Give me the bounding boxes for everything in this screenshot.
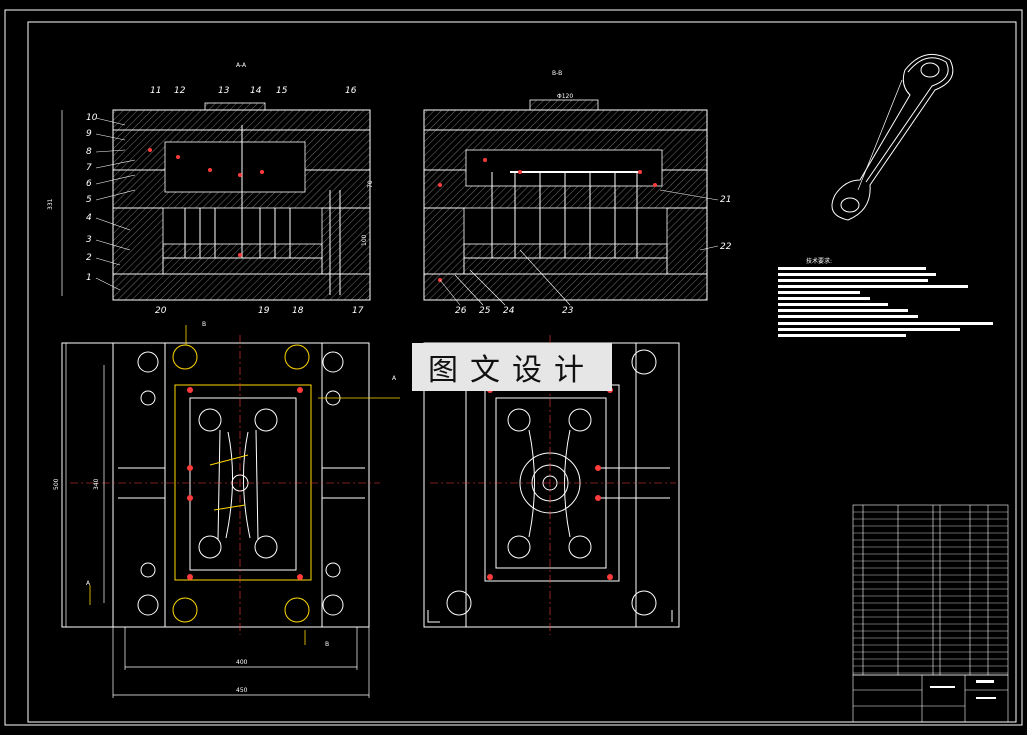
section-marker-a-bottom: A xyxy=(86,580,91,587)
section-b-view: B-B Φ120 xyxy=(423,70,708,301)
part-isometric xyxy=(831,53,954,221)
part-label-1: 1 xyxy=(86,273,92,283)
part-label-9: 9 xyxy=(86,129,92,139)
dim-height-500: 500 xyxy=(53,478,60,490)
part-label-11: 11 xyxy=(150,86,161,96)
part-label-25: 25 xyxy=(479,306,491,316)
section-b-title: B-B xyxy=(552,70,562,77)
part-label-22: 22 xyxy=(720,242,732,252)
dim-mid-left: 70 xyxy=(367,180,374,188)
part-label-6: 6 xyxy=(86,179,92,189)
part-label-3: 3 xyxy=(86,235,92,245)
part-label-7: 7 xyxy=(86,163,92,173)
part-label-18: 18 xyxy=(292,306,304,316)
part-label-13: 13 xyxy=(218,86,230,96)
section-marker-b-top: B xyxy=(202,321,206,328)
dim-width-450: 450 xyxy=(236,687,248,694)
left-part-labels xyxy=(95,117,136,291)
gate-dim-label: Φ120 xyxy=(557,93,573,100)
tech-requirements: 技术要求: xyxy=(778,257,993,337)
part-label-12: 12 xyxy=(174,86,186,96)
part-label-10: 10 xyxy=(86,113,98,123)
title-block xyxy=(852,674,1009,723)
section-a-view: A-A 331 70 100 xyxy=(47,62,374,301)
part-label-23: 23 xyxy=(562,306,574,316)
plan-view-left xyxy=(61,342,370,628)
part-label-4: 4 xyxy=(86,213,92,223)
part-label-19: 19 xyxy=(258,306,270,316)
section-a-title: A-A xyxy=(236,62,247,69)
dim-height-total: 331 xyxy=(47,198,54,210)
part-label-2: 2 xyxy=(86,253,92,263)
part-label-17: 17 xyxy=(352,306,364,316)
outer-frame xyxy=(4,9,1023,726)
parts-list-rows xyxy=(853,511,1008,674)
part-label-8: 8 xyxy=(86,147,92,157)
section-marker-a-top: A xyxy=(392,375,397,382)
inner-frame xyxy=(27,21,1017,723)
part-label-20: 20 xyxy=(155,306,167,316)
dim-mid-right: 100 xyxy=(361,234,368,246)
part-label-16: 16 xyxy=(345,86,357,96)
part-label-24: 24 xyxy=(503,306,515,316)
part-label-5: 5 xyxy=(86,195,92,205)
tech-title: 技术要求: xyxy=(806,257,832,265)
watermark-text: 图文设计 xyxy=(428,353,596,388)
dim-width-400: 400 xyxy=(236,659,248,666)
watermark-box: 图文设计 xyxy=(412,343,612,391)
part-label-14: 14 xyxy=(250,86,262,96)
parts-list-table xyxy=(852,504,1009,676)
part-label-26: 26 xyxy=(455,306,467,316)
dim-height-340: 340 xyxy=(93,478,100,490)
section-marker-b-bottom: B xyxy=(325,641,329,648)
part-label-21: 21 xyxy=(720,195,731,205)
part-label-15: 15 xyxy=(276,86,288,96)
